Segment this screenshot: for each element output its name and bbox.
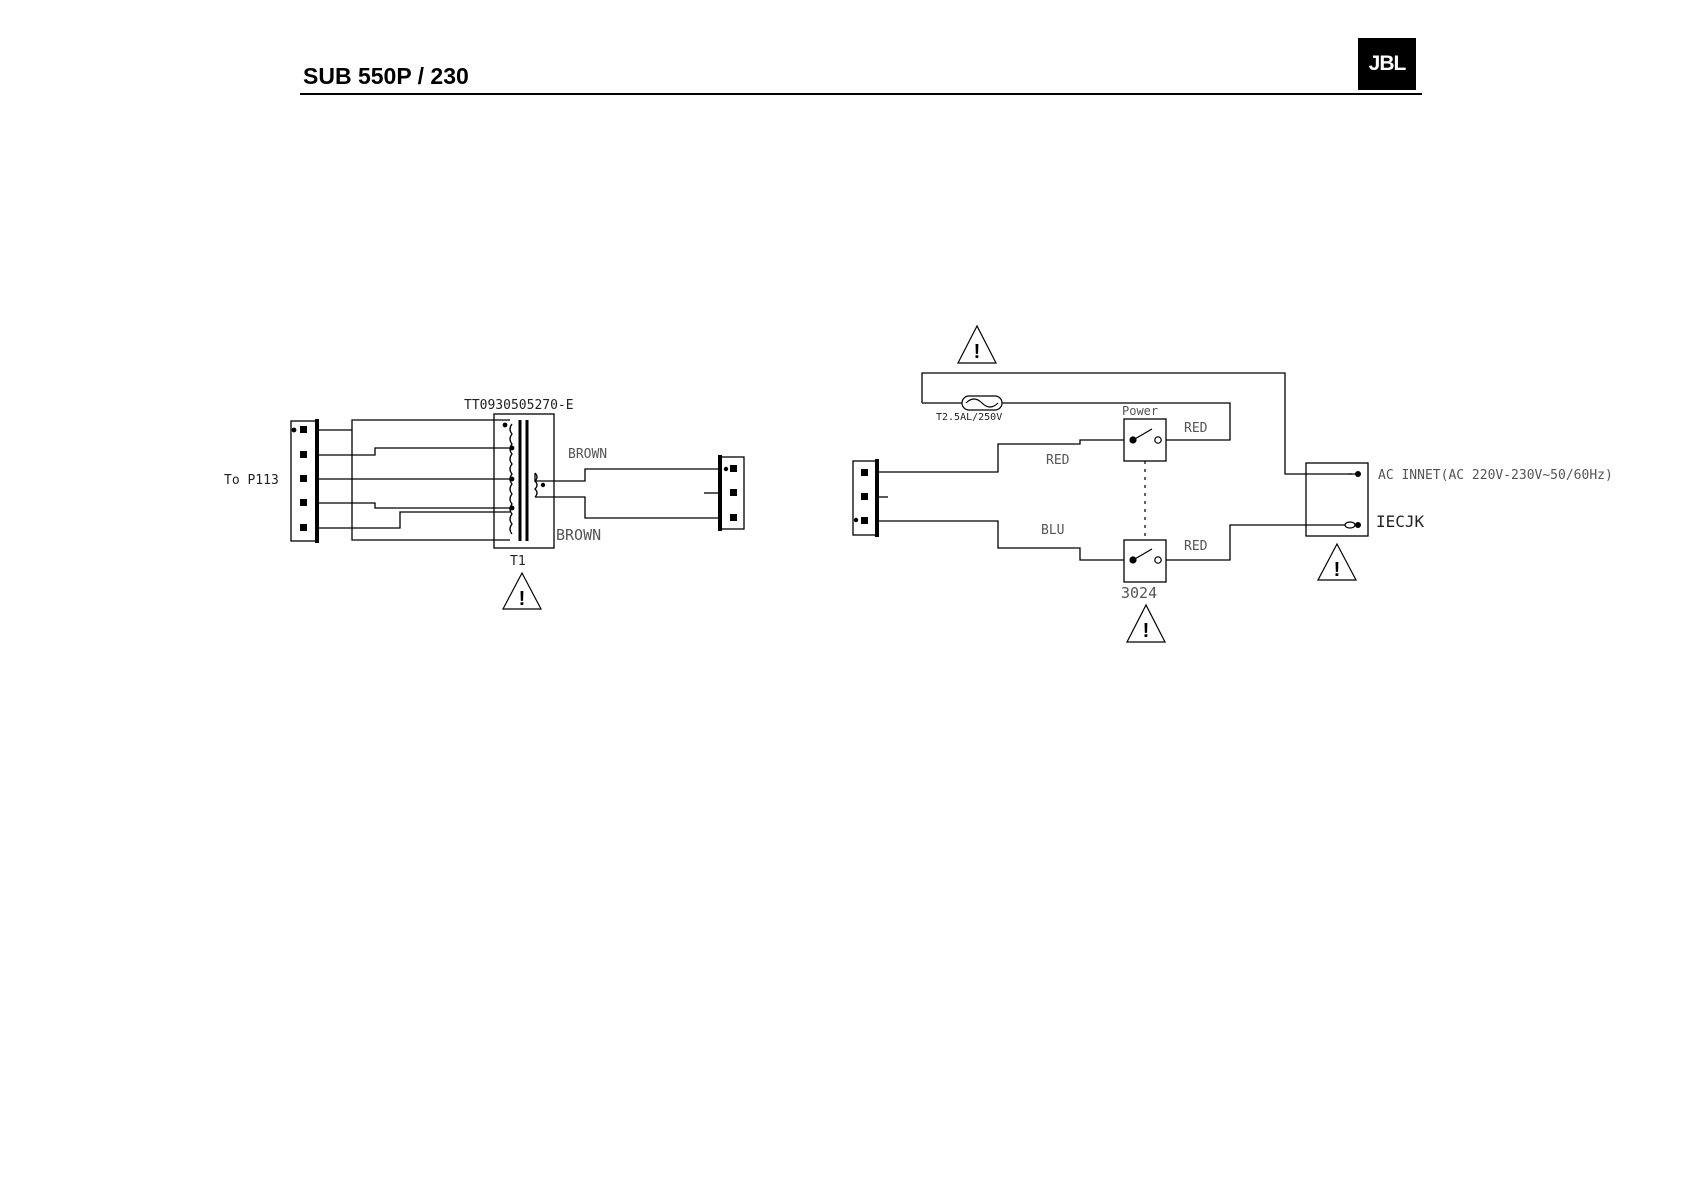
switch-label: Power (1122, 404, 1158, 418)
power-switch-upper[interactable] (1124, 419, 1166, 461)
wire-label-brown-bottom: BROWN (556, 526, 601, 544)
wire-label-blu: BLU (1041, 523, 1064, 538)
wire-label-red-3: RED (1184, 539, 1208, 554)
left-circuit: To P113 TT0930505270-E T1 BROWN BROWN (224, 398, 744, 610)
warning-icon: ! (1127, 605, 1165, 642)
transformer-part-number: TT0930505270-E (464, 398, 574, 413)
svg-text:!: ! (1143, 620, 1150, 642)
connector-label: To P113 (224, 473, 279, 488)
svg-text:!: ! (519, 588, 526, 610)
fuse-label: T2.5AL/250V (936, 412, 1002, 423)
right-circuit: ! T2.5AL/250V RED BLU (853, 326, 1613, 642)
wire-label-red-2: RED (1184, 421, 1208, 436)
connector-mains (853, 459, 877, 537)
power-switch-lower[interactable] (1124, 540, 1166, 582)
inlet-ref: IECJK (1376, 512, 1425, 531)
transformer-ref: T1 (510, 554, 526, 569)
wire-label-red-1: RED (1046, 453, 1070, 468)
warning-icon: ! (958, 326, 996, 363)
svg-text:!: ! (974, 341, 981, 363)
wire-label-brown-top: BROWN (568, 447, 607, 462)
connector-secondary (720, 455, 744, 531)
warning-icon: ! (1318, 544, 1356, 581)
svg-text:!: ! (1334, 559, 1341, 581)
fuse-icon (962, 396, 1002, 410)
ac-inlet-label: AC INNET(AC 220V-230V~50/60Hz) (1378, 468, 1613, 483)
switch-ref: 3024 (1121, 584, 1157, 602)
connector-p113 (291, 419, 317, 543)
warning-icon: ! (503, 573, 541, 610)
